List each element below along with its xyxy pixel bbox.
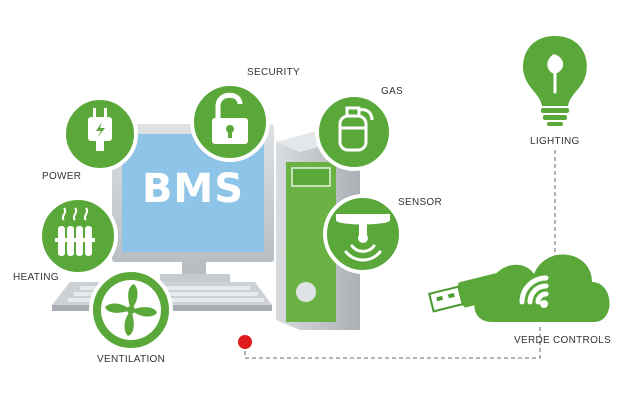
screen-title: BMS <box>141 166 245 212</box>
gas-cylinder-icon <box>338 106 374 152</box>
label-verde-controls: VERDE CONTROLS <box>514 335 611 346</box>
label-power: POWER <box>42 171 82 182</box>
connection-dot <box>238 335 252 349</box>
radiator-icon <box>55 226 95 256</box>
security-badge <box>190 82 270 162</box>
label-ventilation: VENTILATION <box>97 354 166 365</box>
gas-badge <box>315 93 393 171</box>
label-security: SECURITY <box>247 67 300 78</box>
connector-lines <box>244 150 556 359</box>
label-heating: HEATING <box>13 272 59 283</box>
sensor-badge <box>323 194 403 274</box>
power-badge <box>62 96 138 172</box>
label-lighting: LIGHTING <box>530 136 580 147</box>
label-gas: GAS <box>381 86 404 97</box>
cloud-wifi-icon <box>474 254 610 322</box>
fan-icon <box>105 284 157 336</box>
label-sensor: SENSOR <box>398 197 443 208</box>
padlock-icon <box>212 92 248 144</box>
lightbulb-leaf-icon <box>523 36 587 126</box>
sensor-icon <box>336 214 390 262</box>
heating-badge <box>38 196 118 276</box>
ventilation-badge <box>89 268 173 352</box>
